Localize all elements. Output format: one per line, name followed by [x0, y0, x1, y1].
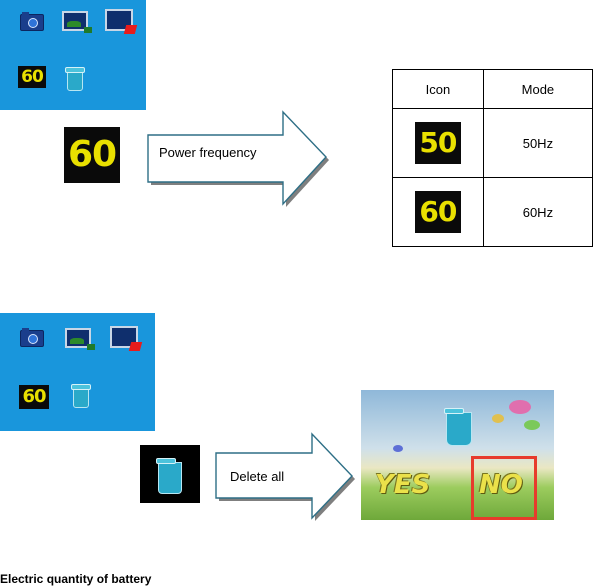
arrow-label: Power frequency	[159, 145, 257, 160]
camera-icon[interactable]	[20, 330, 44, 347]
table-cell-icon: 60	[393, 178, 484, 247]
delete-confirm-dialog: YES NO	[361, 390, 554, 520]
table-row: 50 50Hz	[393, 109, 593, 178]
trash-icon[interactable]	[73, 388, 89, 408]
trash-icon[interactable]	[67, 71, 83, 91]
table-cell-mode: 60Hz	[483, 178, 592, 247]
selected-frequency-icon: 60	[64, 127, 120, 183]
decor-bubble	[524, 420, 540, 430]
decor-bubble	[492, 414, 504, 423]
frequency-60-icon: 60	[415, 191, 461, 233]
slideshow-icon[interactable]	[110, 326, 138, 348]
yes-button[interactable]: YES	[375, 470, 430, 500]
frequency-table: Icon Mode 50 50Hz 60 60Hz	[392, 69, 593, 247]
table-cell-icon: 50	[393, 109, 484, 178]
slideshow-icon[interactable]	[105, 9, 133, 31]
photo-icon[interactable]	[62, 11, 88, 31]
decor-bubble	[509, 400, 531, 414]
trash-icon-dialog	[446, 412, 472, 446]
arrow-label: Delete all	[230, 469, 284, 484]
table-row: 60 60Hz	[393, 178, 593, 247]
no-button[interactable]: NO	[479, 470, 523, 500]
table-header-mode: Mode	[483, 70, 592, 109]
camera-icon[interactable]	[20, 14, 44, 31]
decor-bubble	[393, 445, 403, 452]
section-heading: Electric quantity of battery	[0, 572, 151, 586]
delete-all-arrow: Delete all	[212, 428, 362, 524]
frequency-60-icon[interactable]: 60	[19, 385, 49, 409]
menu-panel-1: 60	[0, 0, 146, 110]
power-frequency-arrow: Power frequency	[144, 108, 334, 208]
table-header-row: Icon Mode	[393, 70, 593, 109]
frequency-60-icon[interactable]: 60	[18, 66, 46, 88]
menu-panel-2: 60	[0, 313, 155, 431]
table-cell-mode: 50Hz	[483, 109, 592, 178]
photo-icon[interactable]	[65, 328, 91, 348]
table-header-icon: Icon	[393, 70, 484, 109]
trash-icon-large	[158, 462, 182, 494]
frequency-50-icon: 50	[415, 122, 461, 164]
selected-trash-icon	[140, 445, 200, 503]
